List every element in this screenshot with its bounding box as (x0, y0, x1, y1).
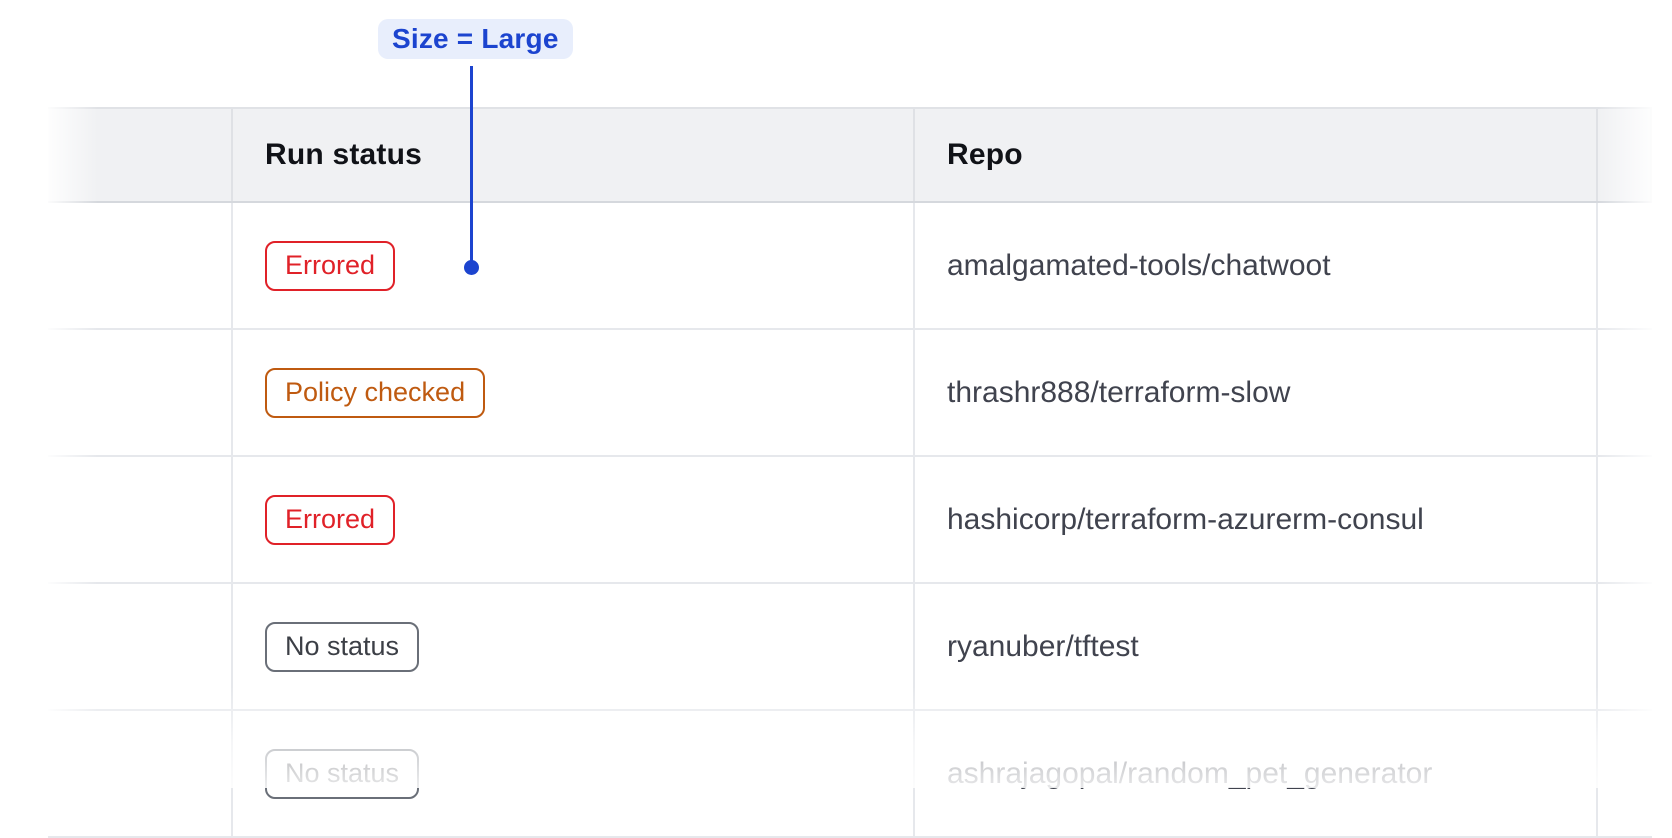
column-header-run-status: Run status (233, 109, 915, 201)
size-annotation-pill: Size = Large (378, 19, 573, 59)
row-spacer-cell (48, 203, 233, 328)
table-row[interactable]: No status ashrajagopal/random_pet_genera… (48, 711, 1652, 838)
table-row[interactable]: Errored amalgamated-tools/chatwoot (48, 203, 1652, 330)
row-spacer-cell (48, 584, 233, 709)
column-header-repo: Repo (915, 109, 1598, 201)
run-status-badge: No status (265, 621, 420, 672)
repo-name: ryanuber/tftest (947, 629, 1139, 663)
repo-name: hashicorp/terraform-azurerm-consul (947, 502, 1424, 536)
repo-cell: ashrajagopal/random_pet_generator (915, 711, 1598, 836)
row-spacer-cell (48, 711, 233, 836)
repo-name: amalgamated-tools/chatwoot (947, 248, 1331, 282)
runs-table: Run status Repo Errored amalgamated-tool… (48, 107, 1652, 838)
run-status-header-label: Run status (265, 138, 423, 171)
table-header-row: Run status Repo (48, 107, 1652, 203)
run-status-badge: Errored (265, 240, 396, 291)
page: { "annotation": { "label": "Size = Large… (0, 19, 1672, 838)
repo-header-label: Repo (947, 138, 1023, 171)
row-spacer-cell (48, 457, 233, 582)
repo-cell: hashicorp/terraform-azurerm-consul (915, 457, 1598, 582)
run-status-cell: Errored (233, 457, 915, 582)
row-edge-cell (1598, 711, 1652, 836)
row-edge-cell (1598, 203, 1652, 328)
table-row[interactable]: Policy checked thrashr888/terraform-slow (48, 330, 1652, 457)
annotation-pointer-line (470, 66, 473, 268)
annotation-pointer-dot (464, 260, 479, 275)
run-status-cell: Errored (233, 203, 915, 328)
row-edge-cell (1598, 457, 1652, 582)
row-spacer-cell (48, 330, 233, 455)
repo-cell: amalgamated-tools/chatwoot (915, 203, 1598, 328)
repo-name: ashrajagopal/random_pet_generator (947, 756, 1433, 790)
run-status-cell: No status (233, 711, 915, 836)
repo-cell: thrashr888/terraform-slow (915, 330, 1598, 455)
repo-cell: ryanuber/tftest (915, 584, 1598, 709)
table-row[interactable]: Errored hashicorp/terraform-azurerm-cons… (48, 457, 1652, 584)
header-spacer-cell (48, 109, 233, 201)
run-status-cell: Policy checked (233, 330, 915, 455)
repo-name: thrashr888/terraform-slow (947, 375, 1291, 409)
run-status-badge: Errored (265, 494, 396, 545)
run-status-badge: Policy checked (265, 367, 486, 418)
row-edge-cell (1598, 330, 1652, 455)
header-edge-cell (1598, 109, 1652, 201)
run-status-cell: No status (233, 584, 915, 709)
table-row[interactable]: No status ryanuber/tftest (48, 584, 1652, 711)
row-edge-cell (1598, 584, 1652, 709)
run-status-badge: No status (265, 748, 420, 799)
